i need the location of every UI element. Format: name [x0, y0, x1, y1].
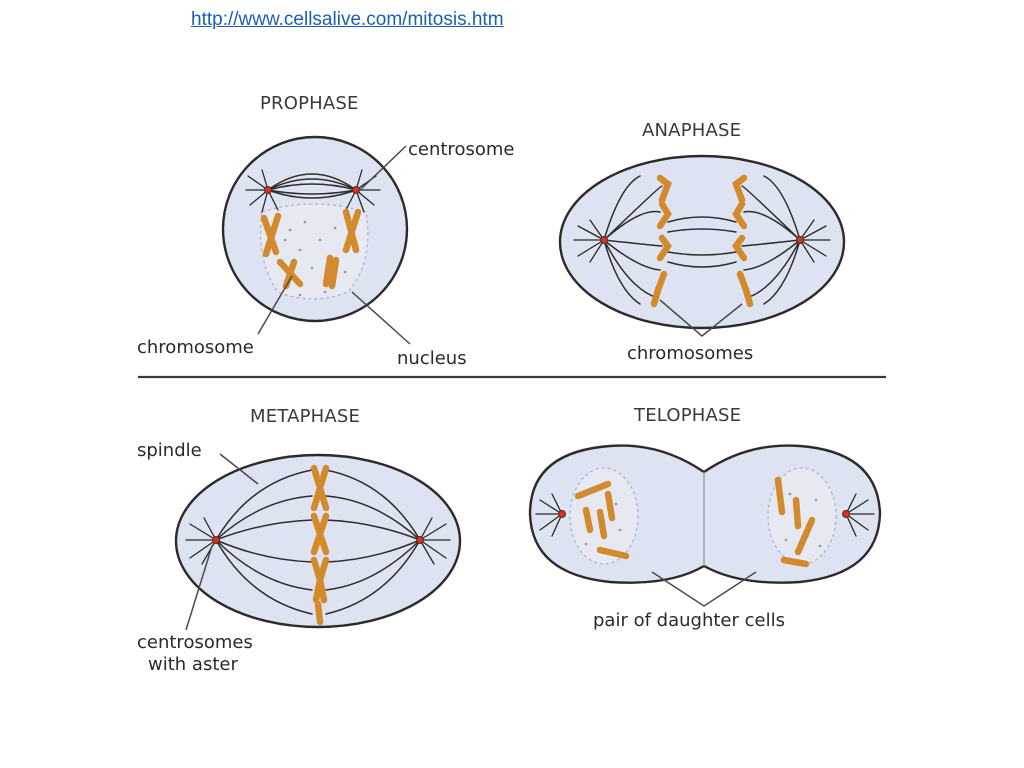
centrosomes-pointer: [185, 545, 213, 631]
metaphase-centrosome-right: [416, 536, 424, 544]
metaphase-panel: METAPHASE: [137, 406, 462, 675]
metaphase-aster-left: [185, 517, 220, 565]
metaphase-chromosomes: [310, 464, 330, 626]
prophase-aster-left: [245, 169, 279, 213]
nucleus-label: nucleus: [397, 348, 467, 369]
spindle-label: spindle: [137, 440, 202, 461]
telophase-title: TELOPHASE: [633, 405, 741, 426]
metaphase-centrosome-left: [212, 536, 220, 544]
prophase-centrosome-right: [352, 186, 360, 194]
anaphase-centrosome-left: [600, 236, 608, 244]
anaphase-title: ANAPHASE: [642, 120, 741, 141]
chromosomes-label: chromosomes: [627, 343, 753, 364]
source-url-link[interactable]: http://www.cellsalive.com/mitosis.htm: [191, 9, 504, 30]
chromosome-pointer: [257, 275, 293, 335]
telophase-panel: TELOPHASE: [528, 405, 882, 631]
centrosome-label: centrosome: [408, 139, 514, 160]
spindle-pointer: [219, 453, 259, 485]
prophase-nucleus-dots: [283, 220, 347, 297]
telophase-centrosome-right: [842, 510, 850, 518]
telophase-aster-right: [842, 493, 875, 537]
metaphase-spindle: [215, 469, 421, 615]
telophase-nucleus-dots: [584, 488, 822, 548]
telophase-centrosome-left: [558, 510, 566, 518]
chromosomes-pointer: [659, 299, 743, 337]
prophase-centrosome-left: [264, 186, 272, 194]
anaphase-aster-left: [573, 219, 608, 263]
prophase-panel: PROPHASE: [137, 93, 514, 369]
daughter-cells-label: pair of daughter cells: [593, 610, 785, 631]
centrosomes-label-line2: with aster: [148, 654, 238, 675]
daughter-cells-pointer: [651, 571, 757, 607]
metaphase-title: METAPHASE: [250, 406, 360, 427]
telophase-chromosomes: [574, 476, 816, 568]
chromosome-label: chromosome: [137, 337, 254, 358]
anaphase-cell: [558, 154, 846, 330]
centrosome-pointer: [359, 145, 407, 191]
anaphase-aster-right: [796, 219, 831, 263]
prophase-chromosomes: [260, 208, 362, 290]
nucleus-pointer: [351, 291, 411, 345]
anaphase-chromosomes: [650, 174, 754, 308]
prophase-title: PROPHASE: [260, 93, 359, 114]
metaphase-aster-right: [416, 517, 451, 565]
centrosomes-label-line1: centrosomes: [137, 632, 253, 653]
anaphase-centrosome-right: [796, 236, 804, 244]
telophase-aster-left: [535, 493, 566, 537]
anaphase-panel: ANAPHASE: [558, 120, 846, 364]
anaphase-spindle: [603, 175, 801, 305]
prophase-spindle: [267, 173, 357, 199]
